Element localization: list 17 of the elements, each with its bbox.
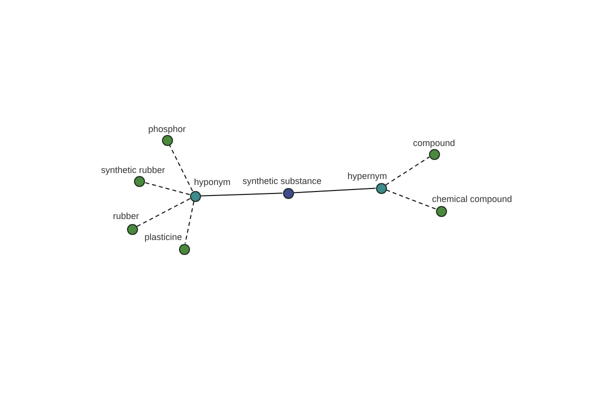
dashed-connector (386, 189, 436, 210)
node-label: synthetic rubber (100, 165, 166, 176)
dashed-connector (144, 182, 190, 196)
dashed-connector (385, 156, 430, 186)
node-label: hypernym (347, 171, 387, 182)
node-label: rubber (113, 211, 139, 222)
node-label: hyponym (194, 177, 231, 188)
dashed-connector (168, 144, 194, 192)
node-label: plasticine (144, 232, 182, 243)
connector-line (293, 188, 376, 194)
node-label: compound (412, 138, 456, 149)
node-label: synthetic substance (242, 176, 322, 187)
dashed-connector (184, 200, 194, 244)
dashed-connector (136, 198, 191, 227)
node-label: chemical compound (432, 194, 512, 205)
connector-line (200, 192, 283, 196)
node-label: phosphor (148, 124, 186, 135)
